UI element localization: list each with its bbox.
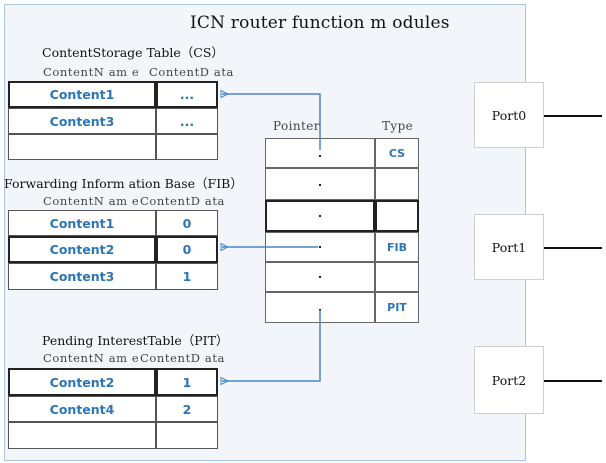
- pit-row-2-name: Content4: [8, 396, 156, 422]
- diagram-title: ICN router function m odules: [190, 13, 450, 33]
- type-row-4: FIB: [375, 232, 419, 262]
- cs-row-2-name: Content3: [8, 108, 156, 134]
- fib-col-data-header: ContentD ata: [140, 194, 225, 208]
- fib-row-3-data: 1: [156, 263, 218, 290]
- port-1-link: [544, 247, 602, 249]
- pointer-dot-2: [319, 184, 321, 186]
- pointer-dot-3: [319, 215, 321, 217]
- pointer-row-6: [265, 292, 375, 323]
- port-1-box: Port1: [474, 214, 544, 280]
- pointer-dot-1: [319, 155, 321, 157]
- type-row-1: CS: [375, 138, 419, 168]
- pit-col-name-header: ContentN am e: [43, 351, 140, 365]
- pit-row-2-data: 2: [156, 396, 218, 422]
- fib-row-1-name: Content1: [8, 210, 156, 236]
- cs-row-1-data: ...: [156, 81, 218, 108]
- pit-row-3-data: [156, 422, 218, 449]
- port-2-link: [544, 380, 602, 382]
- fib-col-name-header: ContentN am e: [43, 194, 140, 208]
- pit-row-1-name: Content2: [8, 368, 156, 396]
- pit-table-title: Pending InterestTable（PIT）: [42, 333, 229, 348]
- type-row-3: [375, 200, 419, 232]
- fib-row-2-name: Content2: [8, 236, 156, 263]
- cs-col-data-header: ContentD ata: [149, 65, 234, 79]
- port-0-box: Port0: [474, 82, 544, 148]
- port-2-box: Port2: [474, 346, 544, 414]
- cs-pointer-arrow: [222, 94, 321, 150]
- pit-row-3-name: [8, 422, 156, 449]
- type-col-header: Type: [382, 119, 414, 133]
- pointer-col-header: Pointer: [273, 119, 320, 133]
- pit-pointer-arrow: [222, 310, 321, 381]
- cs-row-1-name: Content1: [8, 81, 156, 108]
- fib-row-2-data: 0: [156, 236, 218, 263]
- type-row-2: [375, 168, 419, 200]
- type-row-6: PIT: [375, 292, 419, 323]
- pit-row-1-data: 1: [156, 368, 218, 396]
- type-row-5: [375, 262, 419, 292]
- pointer-dot-4: [319, 246, 321, 248]
- cs-row-3-data: [156, 134, 218, 160]
- cs-row-2-data: ...: [156, 108, 218, 134]
- cs-row-3-name: [8, 134, 156, 160]
- pit-col-data-header: ContentD ata: [140, 351, 225, 365]
- fib-table-title: Forwarding Inform ation Base（FIB）: [4, 176, 243, 191]
- fib-row-3-name: Content3: [8, 263, 156, 290]
- cs-table-title: ContentStorage Table（CS）: [42, 45, 224, 60]
- cs-col-name-header: ContentN am e: [43, 65, 140, 79]
- port-0-link: [544, 115, 602, 117]
- pointer-dot-5: [319, 276, 321, 278]
- fib-row-1-data: 0: [156, 210, 218, 236]
